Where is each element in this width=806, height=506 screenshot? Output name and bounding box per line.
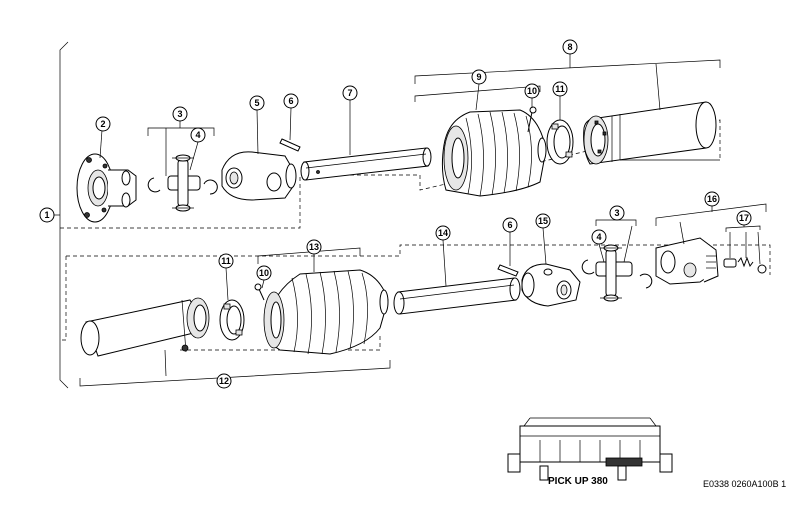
svg-text:12: 12 xyxy=(219,376,229,386)
callout-4-lower: 4 xyxy=(591,229,607,245)
flange-yoke xyxy=(76,153,137,223)
callout-2: 2 xyxy=(95,116,111,132)
guard-bellows-lower xyxy=(263,269,389,355)
screw-lower xyxy=(254,283,265,301)
svg-text:5: 5 xyxy=(254,98,259,108)
callout-3-lower: 3 xyxy=(609,205,625,221)
callout-13: 13 xyxy=(306,239,322,255)
svg-text:6: 6 xyxy=(288,96,293,106)
callout-1: 1 xyxy=(39,207,55,223)
push-pin-kit xyxy=(723,256,767,274)
universal-joint-upper xyxy=(147,154,218,212)
outer-tube xyxy=(393,277,521,315)
callout-16: 16 xyxy=(704,191,720,207)
svg-text:4: 4 xyxy=(195,130,200,140)
machine-caption: PICK UP 380 xyxy=(548,476,608,487)
inner-yoke xyxy=(221,151,297,201)
svg-text:15: 15 xyxy=(538,216,548,226)
bearing-ring-lower xyxy=(219,299,245,341)
guard-bellows-upper xyxy=(441,109,547,197)
machine-thumbnail: PICK UP 380 xyxy=(507,417,673,487)
svg-text:1: 1 xyxy=(44,210,49,220)
inner-tube xyxy=(300,147,432,181)
callout-11-lower: 11 xyxy=(218,253,234,269)
callout-6-lower: 6 xyxy=(502,217,518,233)
callout-5: 5 xyxy=(249,95,265,111)
svg-text:8: 8 xyxy=(567,42,572,52)
svg-text:7: 7 xyxy=(347,88,352,98)
bearing-ring-upper xyxy=(546,119,574,165)
svg-text:17: 17 xyxy=(739,213,749,223)
spring-pin-upper xyxy=(279,138,301,152)
svg-text:3: 3 xyxy=(177,109,182,119)
assembly-bracket xyxy=(54,41,69,389)
svg-text:10: 10 xyxy=(527,86,537,96)
callout-9: 9 xyxy=(471,69,487,85)
callout-10-upper: 10 xyxy=(524,83,540,99)
callout-14: 14 xyxy=(435,225,451,241)
outer-yoke xyxy=(521,263,581,307)
svg-text:3: 3 xyxy=(614,208,619,218)
pto-shaft-marker xyxy=(605,457,643,467)
upper-assembly-outline xyxy=(60,119,721,229)
figure-code: E0338 0260A100B 1 xyxy=(703,479,786,489)
svg-text:10: 10 xyxy=(259,268,269,278)
callout-6-upper: 6 xyxy=(283,93,299,109)
callout-11-upper: 11 xyxy=(552,81,568,97)
callout-4-upper: 4 xyxy=(190,127,206,143)
spring-pin-lower xyxy=(497,264,519,277)
outer-guard-tube-lower xyxy=(80,297,210,357)
leader-lines xyxy=(79,54,767,387)
callout-10-lower: 10 xyxy=(256,265,272,281)
outer-guard-tube-upper xyxy=(583,101,717,165)
callout-7: 7 xyxy=(342,85,358,101)
callout-8: 8 xyxy=(562,39,578,55)
callout-15: 15 xyxy=(535,213,551,229)
svg-text:9: 9 xyxy=(476,72,481,82)
callout-3-upper: 3 xyxy=(172,106,188,122)
svg-text:13: 13 xyxy=(309,242,319,252)
universal-joint-lower xyxy=(581,244,653,302)
svg-text:16: 16 xyxy=(707,194,717,204)
svg-text:14: 14 xyxy=(438,228,448,238)
callouts: 1 2 3 4 5 6 7 8 9 10 11 12 13 10 11 14 6… xyxy=(39,39,752,389)
callout-17: 17 xyxy=(736,210,752,226)
callout-12: 12 xyxy=(216,373,232,389)
svg-text:11: 11 xyxy=(221,256,231,266)
svg-text:6: 6 xyxy=(507,220,512,230)
screw-upper xyxy=(527,106,537,133)
lower-assembly-outline xyxy=(60,244,771,351)
svg-text:2: 2 xyxy=(100,119,105,129)
tractor-yoke xyxy=(655,237,719,285)
svg-text:4: 4 xyxy=(596,232,601,242)
svg-text:11: 11 xyxy=(555,84,565,94)
